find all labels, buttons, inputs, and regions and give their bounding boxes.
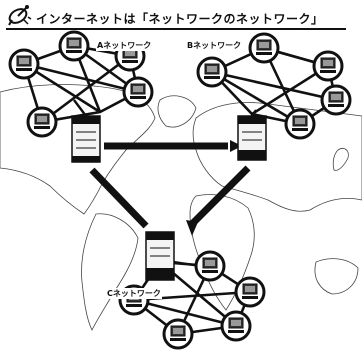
computer-node-a-2 (58, 30, 90, 62)
title-underline (6, 28, 346, 30)
router-c (145, 231, 175, 281)
map-japan (332, 148, 349, 171)
computer-node-c-3 (220, 310, 252, 342)
router-a (71, 115, 101, 163)
backbone-links (89, 140, 251, 236)
network-c-label: Cネットワーク (106, 288, 162, 299)
router-b (237, 115, 267, 161)
computer-node-c-5 (194, 250, 226, 282)
heading: インターネットは「ネットワークのネットワーク」 (6, 4, 356, 30)
network-b-links (211, 46, 337, 126)
map-south-america (81, 213, 139, 331)
map-greenland (157, 95, 197, 128)
network-b-label: Bネットワーク (186, 40, 243, 51)
network-a-label: Aネットワーク (96, 40, 153, 51)
computer-nodes (8, 30, 352, 350)
computer-node-a-5 (26, 106, 58, 138)
computer-node-b-4 (320, 84, 352, 116)
satellite-dish-icon (8, 5, 32, 26)
network-c-links (133, 261, 251, 335)
computer-node-a-4 (122, 76, 154, 108)
computer-node-c-2 (162, 318, 194, 350)
computer-node-b-5 (284, 108, 316, 140)
map-africa (189, 194, 255, 311)
link-a-b-arrow (230, 140, 242, 152)
computer-node-b-1 (196, 56, 228, 88)
map-australia (314, 258, 359, 295)
page-title: インターネットは「ネットワークのネットワーク」 (36, 12, 324, 26)
computer-node-b-2 (248, 32, 280, 64)
link-a-c (89, 167, 149, 229)
computer-node-b-3 (312, 50, 344, 82)
computer-node-c-4 (234, 276, 266, 308)
link-b-c-arrow (186, 220, 198, 236)
computer-node-a-1 (8, 48, 40, 80)
network-a-links (23, 44, 139, 124)
link-b-c (187, 165, 251, 229)
